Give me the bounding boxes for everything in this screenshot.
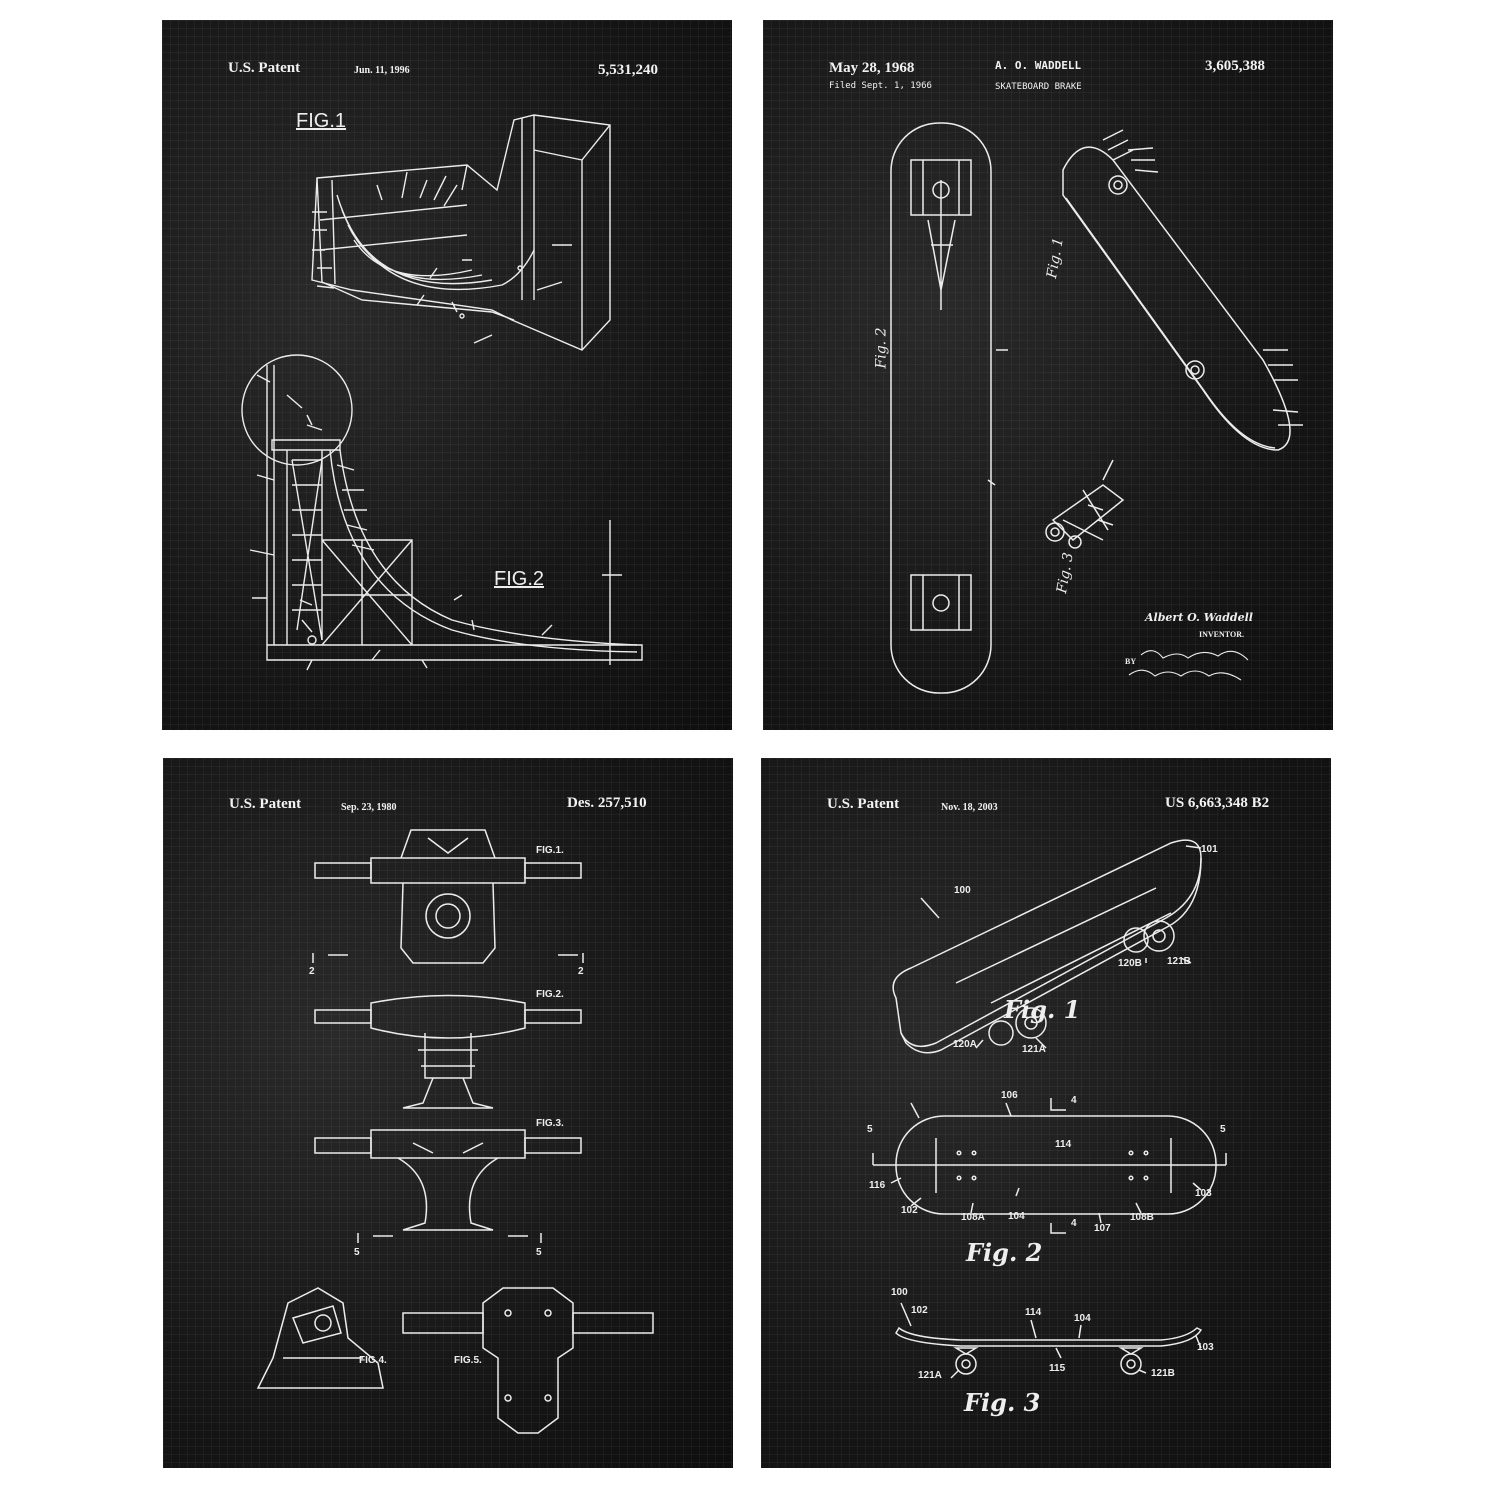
section-mark: 5 (354, 1247, 360, 1258)
patent-date: May 28, 1968 (829, 60, 915, 76)
ref-number: 121A (1022, 1044, 1046, 1055)
patent-title: SKATEBOARD BRAKE (995, 82, 1082, 92)
ref-number: 102 (901, 1205, 918, 1216)
figure-label: FIG.5. (454, 1355, 482, 1366)
patent-date: Sep. 23, 1980 (341, 802, 397, 813)
patent-label: U.S. Patent (228, 60, 301, 76)
figure-label: Fig. 3 (964, 1388, 1041, 1417)
patent-label: U.S. Patent (229, 796, 302, 812)
ref-number: 114 (1055, 1139, 1072, 1150)
figure-label: FIG.3. (536, 1118, 564, 1129)
section-mark: 4 (1071, 1095, 1077, 1106)
filed-date: Filed Sept. 1, 1966 (829, 81, 932, 91)
ref-number: 120A (953, 1039, 977, 1050)
section-mark: 2 (578, 966, 584, 977)
ref-number: 108B (1130, 1212, 1154, 1223)
patent-number: US 6,663,348 B2 (1165, 795, 1270, 811)
signature-by: BY (1125, 657, 1137, 666)
ref-number: 121A (918, 1370, 942, 1381)
figure-label: Fig. 2 (966, 1238, 1043, 1267)
ref-number: 120B (1118, 958, 1142, 969)
attorney-signature (763, 20, 1333, 730)
inventor-role: INVENTOR. (1199, 630, 1244, 639)
ref-number: 102 (911, 1305, 928, 1316)
patent-number: Des. 257,510 (567, 795, 647, 811)
section-mark: 4 (1071, 1218, 1077, 1229)
figure-label: Fig. 1 (1004, 995, 1081, 1024)
patent-label: U.S. Patent (827, 796, 900, 812)
ref-number: 106 (1001, 1090, 1018, 1101)
ref-number: 121B (1151, 1368, 1175, 1379)
skateboard-brake-drawing (763, 20, 1333, 730)
ref-number: 107 (1094, 1223, 1111, 1234)
ref-number: 121B (1167, 956, 1191, 967)
figure-label: FIG.2. (536, 989, 564, 1000)
poster-halfpipe-patent: U.S. Patent Jun. 11, 1996 5,531,240 FIG.… (162, 20, 732, 730)
ref-number: 104 (1074, 1313, 1091, 1324)
section-mark: 5 (536, 1247, 542, 1258)
ref-number: 100 (891, 1287, 908, 1298)
section-mark: 5 (867, 1124, 873, 1135)
poster-skateboard-brake-patent: May 28, 1968 Filed Sept. 1, 1966 A. O. W… (763, 20, 1333, 730)
ref-number: 103 (1195, 1188, 1212, 1199)
poster-skateboard-deck-patent: U.S. Patent Nov. 18, 2003 US 6,663,348 B… (761, 758, 1331, 1468)
ref-number: 104 (1008, 1211, 1025, 1222)
patent-date: Nov. 18, 2003 (941, 802, 998, 813)
ref-number: 114 (1025, 1307, 1042, 1318)
section-mark: 2 (309, 966, 315, 977)
patent-number: 3,605,388 (1205, 58, 1265, 74)
inventor-heading: A. O. WADDELL (995, 59, 1082, 72)
skateboard-deck-drawing (761, 758, 1331, 1468)
patent-date: Jun. 11, 1996 (354, 65, 410, 76)
figure-label: FIG.2 (494, 568, 545, 590)
ref-number: 116 (869, 1180, 886, 1191)
truck-drawings (163, 758, 733, 1468)
figure-label: FIG.1. (536, 845, 564, 856)
figure-label: FIG.1 (296, 110, 347, 132)
figure-label: FIG.4. (359, 1355, 387, 1366)
patent-number: 5,531,240 (598, 62, 658, 78)
ref-number: 108A (961, 1212, 985, 1223)
halfpipe-drawing (162, 20, 732, 730)
inventor-signature: Albert O. Waddell (1145, 611, 1253, 624)
ref-number: 103 (1197, 1342, 1214, 1353)
section-mark: 5 (1220, 1124, 1226, 1135)
poster-skateboard-truck-patent: U.S. Patent Sep. 23, 1980 Des. 257,510 (163, 758, 733, 1468)
ref-number: 115 (1049, 1363, 1066, 1374)
ref-number: 100 (954, 885, 971, 896)
ref-number: 101 (1201, 844, 1218, 855)
